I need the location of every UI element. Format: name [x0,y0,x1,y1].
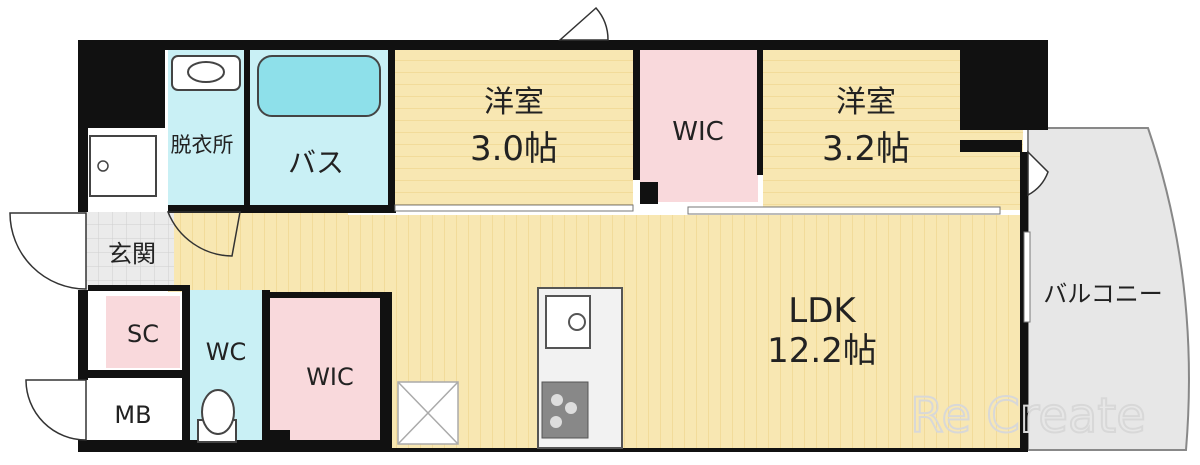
toilet-icon [197,389,237,443]
ldk-size: 12.2帖 [767,331,877,371]
stove-icon [541,381,589,439]
mb-label: MB [114,401,151,429]
wic-bottom-area [270,296,388,450]
western-room-2-size: 3.2帖 [822,129,910,169]
watermark: Re Create [910,388,1145,444]
ldk-label: LDK [788,291,857,331]
washbasin-icon [171,55,241,91]
door-swings [9,6,1049,441]
wic-top-label: WIC [672,117,724,147]
hall-area [168,212,348,292]
bath-label: バス [288,146,344,179]
sc-area [106,296,180,368]
entrance-area [84,212,174,290]
mb-area [86,378,180,450]
wc-label: WC [206,338,247,366]
washroom-label: 脱衣所 [171,133,234,157]
balcony-label: バルコニー [1043,280,1163,308]
sc-label: SC [127,320,159,348]
entrance-label: 玄関 [108,240,156,268]
western-room-1-size: 3.0帖 [470,129,558,169]
western-room-1 [395,50,633,208]
western-room-1-label: 洋室 [484,85,544,120]
bathtub-icon [257,55,381,117]
washing-machine-icon [89,135,157,197]
wic-bottom-label: WIC [306,363,354,391]
fridge-space [397,381,459,445]
balcony-area [1027,127,1190,451]
wic-top-area [640,50,758,202]
western-room-2-label: 洋室 [836,85,896,120]
kitchen-counter [537,287,623,449]
